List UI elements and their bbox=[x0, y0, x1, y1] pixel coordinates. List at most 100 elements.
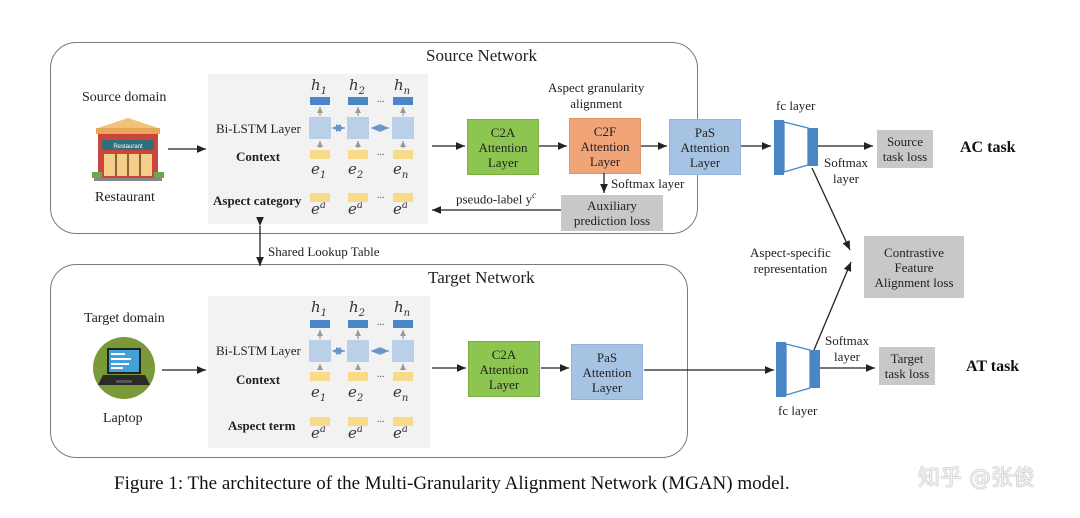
source-lstm-arrows bbox=[317, 107, 406, 148]
layer-line: Layer bbox=[589, 153, 621, 169]
layer-line: Attention bbox=[582, 364, 632, 380]
h1-symbol: h1 bbox=[311, 76, 327, 97]
e2-symbol: e2 bbox=[348, 383, 363, 404]
e-subscript: n bbox=[401, 393, 409, 404]
ellipsis: ... bbox=[377, 369, 385, 380]
source-pas-attention-layer: PaS Attention Layer bbox=[669, 119, 741, 175]
aspect-embedding-bar bbox=[393, 193, 413, 202]
loss-line: task loss bbox=[882, 149, 928, 164]
target-softmax-label: Softmax layer bbox=[825, 333, 869, 365]
e-superscript: a bbox=[319, 424, 326, 435]
h-letter: h bbox=[349, 76, 359, 94]
source-domain-name: Restaurant bbox=[95, 190, 155, 205]
source-softmax-label: Softmax layer bbox=[611, 176, 685, 191]
loss-line: Feature bbox=[894, 259, 934, 275]
ac-task-label: AC task bbox=[960, 139, 1016, 156]
source-c2f-attention-layer: C2F Attention Layer bbox=[569, 118, 641, 174]
e-superscript: a bbox=[401, 424, 408, 435]
eam-symbol: ea bbox=[393, 200, 408, 218]
lstm-cell bbox=[309, 117, 331, 139]
restaurant-icon: Restaurant bbox=[88, 116, 168, 182]
h-subscript: 1 bbox=[320, 308, 328, 319]
h-letter: h bbox=[311, 76, 321, 94]
hidden-state-bar bbox=[393, 320, 413, 328]
e-subscript: 2 bbox=[356, 170, 364, 181]
source-fc-layer-shape bbox=[774, 120, 818, 175]
pseudo-label-sup: c bbox=[532, 190, 537, 200]
e1-symbol: e1 bbox=[311, 383, 326, 404]
layer-line: C2A bbox=[490, 124, 516, 140]
target-pas-attention-layer: PaS Attention Layer bbox=[571, 344, 643, 400]
loss-line: Target bbox=[890, 351, 924, 366]
layer-line: Attention bbox=[479, 361, 529, 377]
softmax-line: layer bbox=[834, 349, 861, 364]
granularity-alignment-label: Aspect granularity alignment bbox=[548, 80, 644, 112]
loss-line: Contrastive bbox=[884, 244, 944, 260]
ea2-symbol: ea bbox=[348, 424, 363, 442]
target-lstm-arrows bbox=[317, 330, 406, 370]
target-c2a-attention-layer: C2A Attention Layer bbox=[468, 341, 540, 397]
source-bilstm-label: Bi-LSTM Layer bbox=[216, 121, 301, 136]
context-embedding-bar bbox=[393, 372, 413, 381]
source-context-label: Context bbox=[236, 149, 281, 164]
auxiliary-prediction-loss: Auxiliary prediction loss bbox=[561, 195, 663, 231]
h2-symbol: h2 bbox=[349, 76, 365, 97]
layer-line: Layer bbox=[487, 154, 519, 170]
h-letter: h bbox=[394, 76, 404, 94]
context-embedding-bar bbox=[310, 372, 330, 381]
lstm-cell bbox=[347, 117, 369, 139]
layer-line: Layer bbox=[689, 154, 721, 170]
source-fc-layer-label: fc layer bbox=[776, 98, 816, 113]
e-letter: e bbox=[348, 383, 357, 401]
shared-lookup-table-label: Shared Lookup Table bbox=[268, 244, 380, 259]
layer-line: PaS bbox=[694, 124, 716, 140]
e2-symbol: e2 bbox=[348, 160, 363, 181]
h-subscript: 2 bbox=[358, 308, 366, 319]
lstm-cell bbox=[392, 117, 414, 139]
eam-symbol: ea bbox=[393, 424, 408, 442]
loss-line: Auxiliary bbox=[587, 198, 637, 213]
softmax-line: Softmax bbox=[824, 155, 869, 170]
target-task-loss: Target task loss bbox=[879, 347, 935, 385]
arrow bbox=[811, 167, 851, 251]
svg-text:Restaurant: Restaurant bbox=[113, 144, 143, 150]
target-aspect-term-label: Aspect term bbox=[228, 418, 296, 433]
hidden-state-bar bbox=[393, 97, 413, 105]
source-task-loss: Source task loss bbox=[877, 130, 933, 168]
source-softmax-label: Softmax layer bbox=[824, 155, 868, 187]
loss-line: Source bbox=[886, 134, 924, 149]
e-letter: e bbox=[348, 424, 357, 442]
hidden-state-bar bbox=[310, 320, 330, 328]
ea2-symbol: ea bbox=[348, 200, 363, 218]
target-domain-name: Laptop bbox=[103, 411, 143, 426]
h-subscript: n bbox=[403, 86, 411, 97]
h-subscript: 2 bbox=[358, 86, 366, 97]
pseudo-label-text: pseudo-label y bbox=[456, 191, 533, 207]
source-network-title: Source Network bbox=[426, 46, 537, 65]
e-subscript: 1 bbox=[319, 393, 327, 404]
source-aspect-category-label: Aspect category bbox=[213, 193, 302, 208]
h-subscript: n bbox=[403, 308, 411, 319]
softmax-line: Softmax bbox=[825, 333, 870, 348]
layer-line: PaS bbox=[596, 349, 618, 365]
e-subscript: n bbox=[401, 170, 409, 181]
e1-symbol: e1 bbox=[311, 160, 326, 181]
layer-line: Attention bbox=[478, 139, 528, 155]
layer-line: Layer bbox=[591, 379, 623, 395]
repr-line: representation bbox=[753, 261, 828, 276]
lstm-cell bbox=[392, 340, 414, 362]
pseudo-label: pseudo-label yc bbox=[456, 190, 536, 207]
h-subscript: 1 bbox=[320, 86, 328, 97]
e-superscript: a bbox=[356, 200, 363, 211]
watermark: 知乎 @张俊 bbox=[918, 466, 1035, 491]
e-letter: e bbox=[393, 383, 402, 401]
target-fc-layer-label: fc layer bbox=[778, 403, 818, 418]
ellipsis: ... bbox=[377, 94, 385, 105]
h1-symbol: h1 bbox=[311, 298, 327, 319]
hn-symbol: hn bbox=[394, 298, 410, 319]
layer-line: C2F bbox=[593, 123, 617, 139]
target-bilstm-label: Bi-LSTM Layer bbox=[216, 343, 301, 358]
h-letter: h bbox=[394, 298, 404, 316]
e-letter: e bbox=[393, 200, 402, 218]
